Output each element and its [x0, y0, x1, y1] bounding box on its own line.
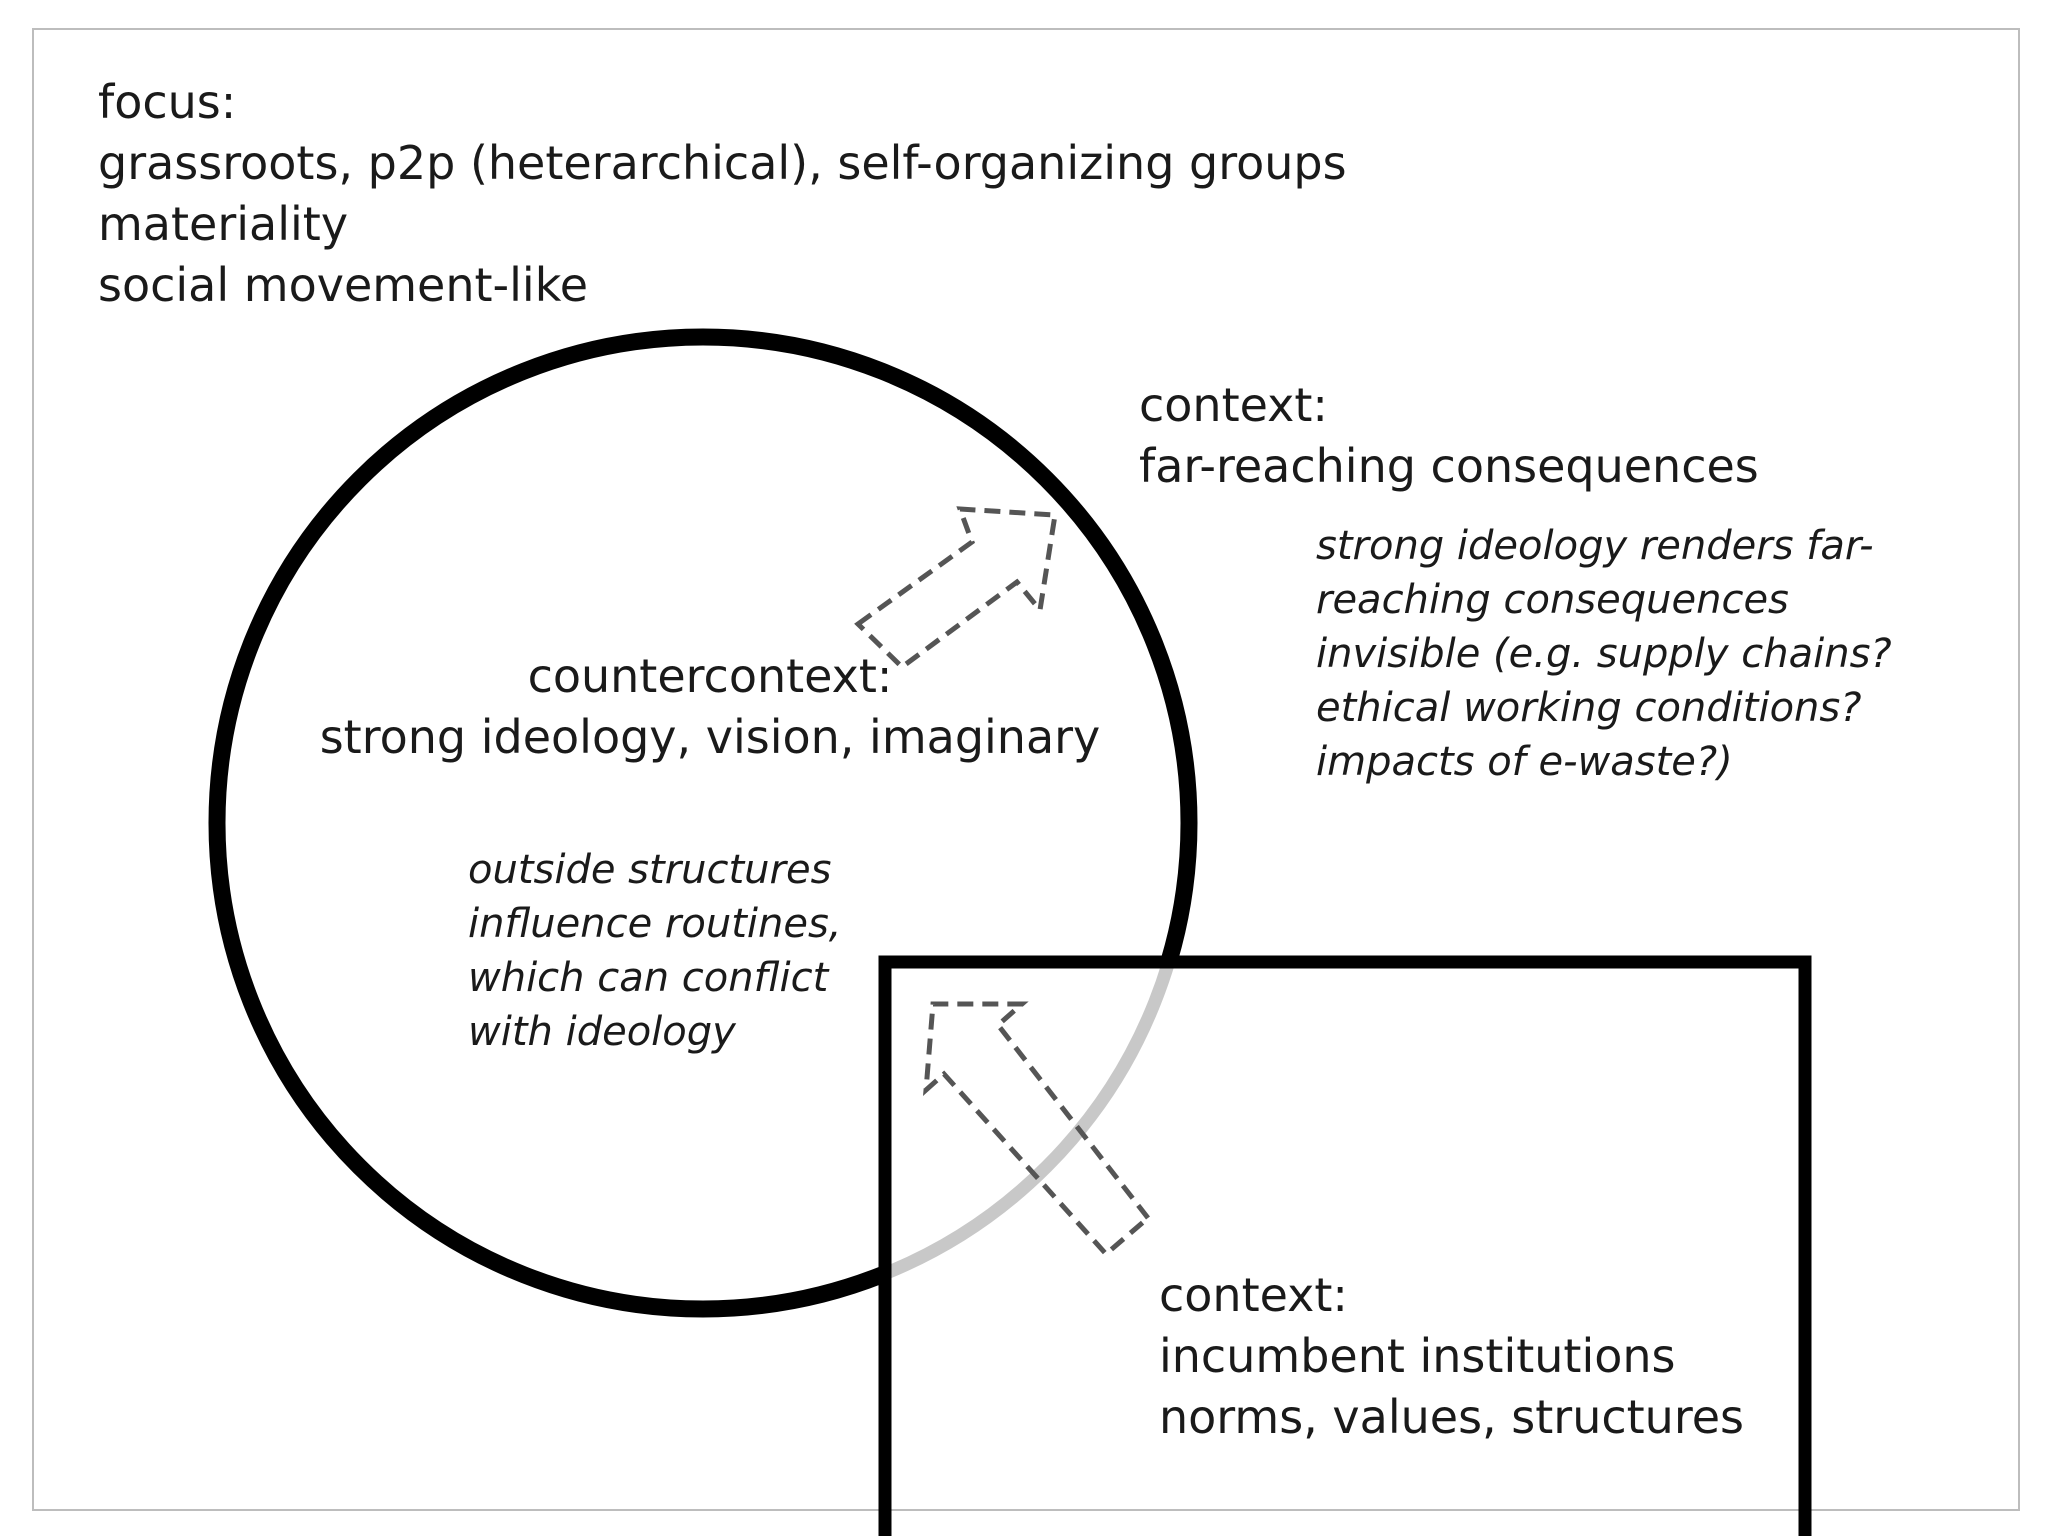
dashed-arrow-outward: [854, 506, 1058, 671]
structures-note: outside structures influence routines, w…: [468, 847, 842, 1055]
focus-heading: focus:: [98, 75, 237, 129]
focus-block: focus: grassroots, p2p (heterarchical), …: [98, 72, 1347, 316]
context-institutions-label: incumbent institutions: [1159, 1329, 1676, 1383]
ideology-note: strong ideology renders far- reaching co…: [1316, 523, 1892, 785]
countercontext-label: strong ideology, vision, imaginary: [319, 710, 1101, 764]
context-consequences-heading: context:: [1139, 378, 1328, 432]
focus-line-movement: social movement-like: [98, 258, 589, 312]
slide-frame: [32, 28, 2020, 1511]
context-institutions-norms: norms, values, structures: [1159, 1390, 1744, 1444]
focus-line-materiality: materiality: [98, 197, 349, 251]
countercontext-circle: [208, 328, 1198, 1318]
context-consequences-block: context: far-reaching consequences: [1139, 375, 1759, 497]
countercontext-block: countercontext: strong ideology, vision,…: [300, 646, 1120, 768]
context-institutions-heading: context:: [1159, 1268, 1348, 1322]
context-rectangle: [878, 955, 1812, 1536]
context-consequences-label: far-reaching consequences: [1139, 439, 1759, 493]
focus-line-groups: grassroots, p2p (heterarchical), self-or…: [98, 136, 1347, 190]
countercontext-heading: countercontext:: [527, 649, 893, 703]
context-institutions-block: context: incumbent institutions norms, v…: [1159, 1265, 1744, 1448]
dashed-arrow-inward: [923, 1001, 1152, 1258]
